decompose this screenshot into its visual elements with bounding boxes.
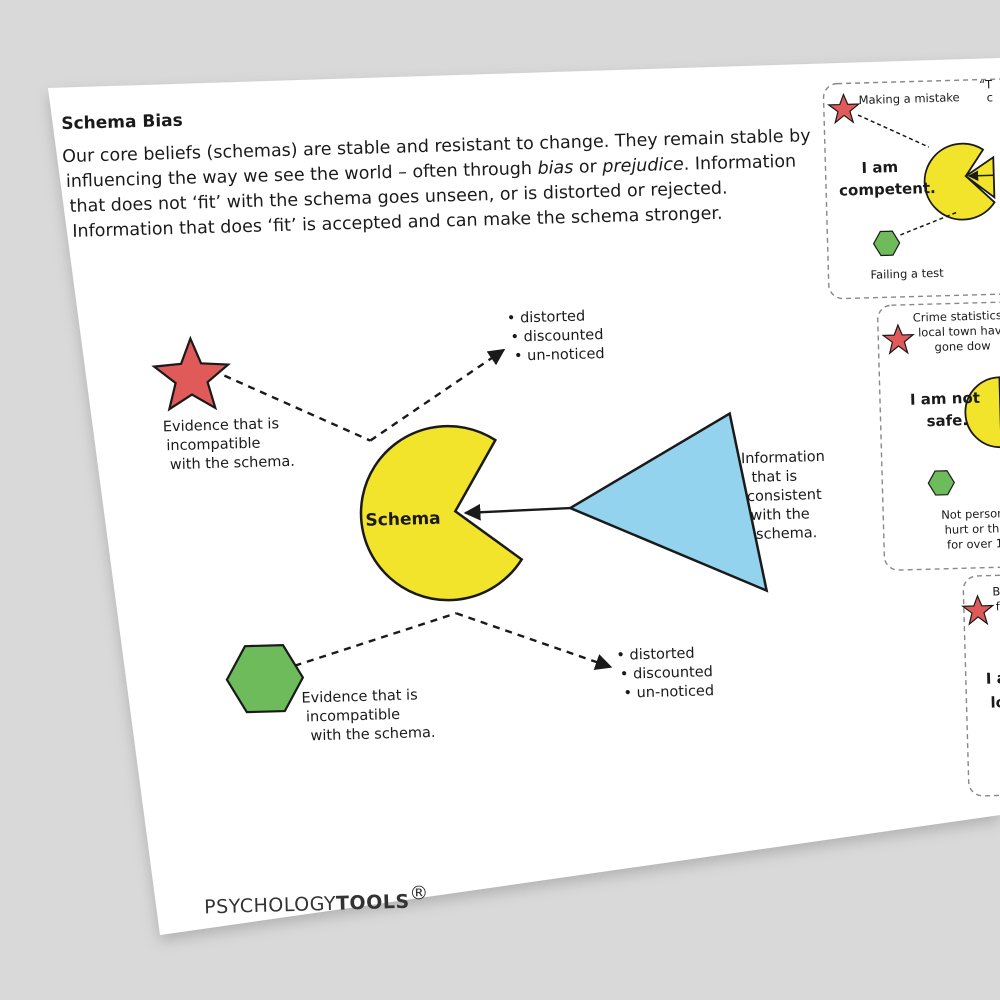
example-card-3: Be fo I a lo bbox=[961, 573, 1000, 797]
card3-star-text: Be fo bbox=[992, 584, 1000, 614]
arrow-to-bottom-outcomes bbox=[455, 612, 613, 670]
schema-label: Schema bbox=[365, 509, 441, 531]
page-title: Schema Bias bbox=[61, 111, 183, 134]
hexagon-connector bbox=[294, 612, 457, 667]
svg-text:“T: “T bbox=[979, 77, 993, 91]
star-icon bbox=[151, 335, 231, 412]
card1-belief: I am competent. bbox=[838, 157, 936, 200]
card1-pacman-icon bbox=[923, 142, 996, 221]
svg-text:c: c bbox=[986, 90, 993, 104]
consistent-info-arrow bbox=[463, 503, 571, 521]
card3-belief: I a lo bbox=[986, 669, 1000, 712]
card2-pacman-icon bbox=[964, 376, 1000, 449]
card2-hex-text: Not person hurt or th for over 1 bbox=[941, 506, 1000, 552]
example-card-1: Making a mistake “T c I am competent. Fa… bbox=[822, 77, 1000, 300]
card2-star-text: Crime statistics local town hav gone dow bbox=[913, 308, 1000, 355]
triangle-info-label: Information that is consistent with the … bbox=[741, 449, 832, 543]
card2-belief: I am not safe. bbox=[910, 389, 986, 431]
paper-sheet bbox=[48, 58, 1000, 935]
psychologytools-logo: PSYCHOLOGYTOOLS® bbox=[204, 882, 430, 918]
hexagon-evidence-label: Evidence that is incompatible with the s… bbox=[301, 687, 436, 745]
arrow-to-top-outcomes bbox=[369, 348, 506, 442]
card1-hexagon-icon bbox=[872, 230, 901, 257]
hexagon-icon bbox=[225, 643, 305, 714]
card1-star-text: Making a mistake bbox=[858, 90, 959, 107]
example-cards: Making a mistake “T c I am competent. Fa… bbox=[822, 77, 1000, 797]
card2-hexagon-icon bbox=[927, 470, 956, 496]
card2-star-icon bbox=[881, 323, 915, 355]
card1-star-icon bbox=[826, 92, 861, 125]
star-connector bbox=[223, 374, 371, 442]
example-card-2: Crime statistics local town hav gone dow… bbox=[877, 300, 1000, 571]
bottom-outcomes-list: • distorted • discounted • un-noticed bbox=[616, 645, 718, 702]
card1-hex-text: Failing a test bbox=[870, 266, 944, 282]
top-outcomes-list: • distorted • discounted • un-noticed bbox=[507, 308, 609, 365]
triangle-icon bbox=[567, 411, 769, 593]
card3-star-icon bbox=[961, 594, 995, 626]
schema-pacman-icon bbox=[359, 424, 524, 602]
star-evidence-label: Evidence that is incompatible with the s… bbox=[163, 416, 296, 474]
